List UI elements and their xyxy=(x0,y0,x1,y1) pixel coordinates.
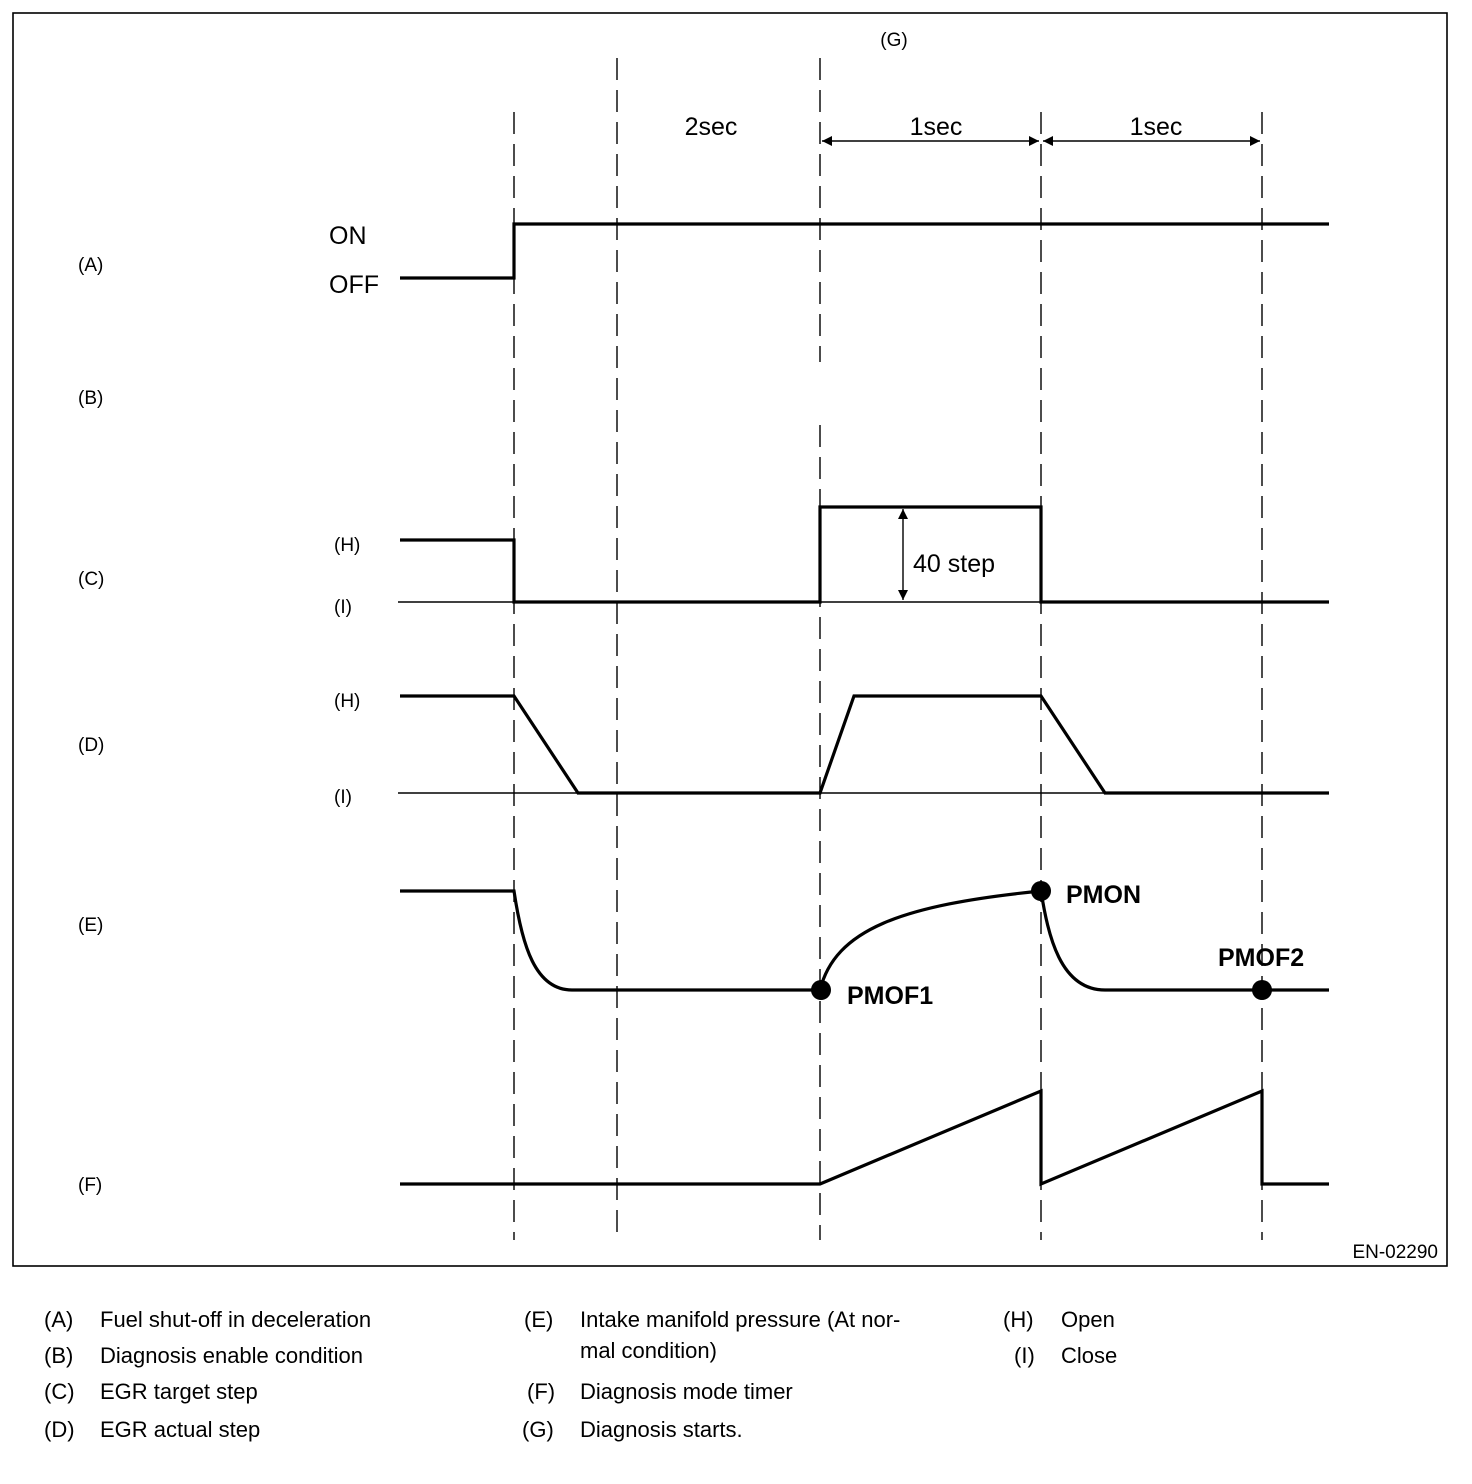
legend-key-i: (I) xyxy=(1014,1343,1035,1368)
legend-key-b: (B) xyxy=(44,1343,74,1368)
figure-code: EN-02290 xyxy=(1352,1242,1438,1263)
signal-d-egr-actual xyxy=(400,694,1329,795)
legend-text-f: Diagnosis mode timer xyxy=(580,1379,793,1404)
legend-key-e: (E) xyxy=(524,1307,554,1332)
point-pmon xyxy=(1031,881,1051,901)
legend-key-f: (F) xyxy=(527,1379,556,1404)
level-on: ON xyxy=(329,222,367,250)
row-label-d: (D) xyxy=(78,735,104,756)
level-open-c: (H) xyxy=(334,535,360,556)
signal-c-egr-target xyxy=(400,505,1329,604)
label-pmof2: PMOF2 xyxy=(1218,944,1304,972)
level-off: OFF xyxy=(329,271,379,299)
label-pmof1: PMOF1 xyxy=(847,982,933,1010)
diagnosis-start-marker: (G) xyxy=(880,30,907,51)
signal-e-manifold-pressure xyxy=(400,889,1329,992)
legend-text-a: Fuel shut-off in deceleration xyxy=(100,1307,372,1332)
legend-key-a: (A) xyxy=(44,1307,74,1332)
legend-key-g: (G) xyxy=(522,1417,554,1442)
legend-key-d: (D) xyxy=(44,1417,75,1442)
row-label-f: (F) xyxy=(78,1175,102,1196)
legend-key-h: (H) xyxy=(1003,1307,1034,1332)
timing-diagram: (G) 2sec 1sec 1sec (A) (B) (C) (D) (E) (… xyxy=(12,12,1448,1267)
legend-text-c: EGR target step xyxy=(100,1379,258,1404)
duration-2sec: 2sec xyxy=(685,113,738,141)
legend-text-e-cont: mal condition) xyxy=(580,1338,717,1363)
legend-text-d: EGR actual step xyxy=(100,1417,261,1442)
legend-text-h: Open xyxy=(1061,1307,1115,1332)
row-label-e: (E) xyxy=(78,915,103,936)
duration-1sec-first: 1sec xyxy=(910,113,963,141)
point-pmof2 xyxy=(1252,980,1272,1000)
signal-a-fuel-shutoff xyxy=(400,222,1329,280)
legend-text-g: Diagnosis starts. xyxy=(580,1417,743,1442)
legend-key-c: (C) xyxy=(44,1379,75,1404)
step-label: 40 step xyxy=(913,550,995,578)
signal-f-diagnosis-timer xyxy=(400,1088,1329,1187)
legend-text-e: Intake manifold pressure (At nor- xyxy=(580,1307,901,1332)
legend: (A) Fuel shut-off in deceleration (B) Di… xyxy=(0,1305,1472,1455)
row-label-c: (C) xyxy=(78,569,104,590)
legend-text-i: Close xyxy=(1061,1343,1118,1368)
level-close-c: (I) xyxy=(334,597,352,618)
label-pmon: PMON xyxy=(1066,881,1141,909)
level-open-d: (H) xyxy=(334,691,360,712)
duration-1sec-second: 1sec xyxy=(1130,113,1183,141)
row-label-b: (B) xyxy=(78,388,103,409)
row-label-a: (A) xyxy=(78,255,103,276)
diagram-frame xyxy=(12,12,1448,1267)
level-close-d: (I) xyxy=(334,787,352,808)
point-pmof1 xyxy=(811,980,831,1000)
legend-text-b: Diagnosis enable condition xyxy=(100,1343,363,1368)
